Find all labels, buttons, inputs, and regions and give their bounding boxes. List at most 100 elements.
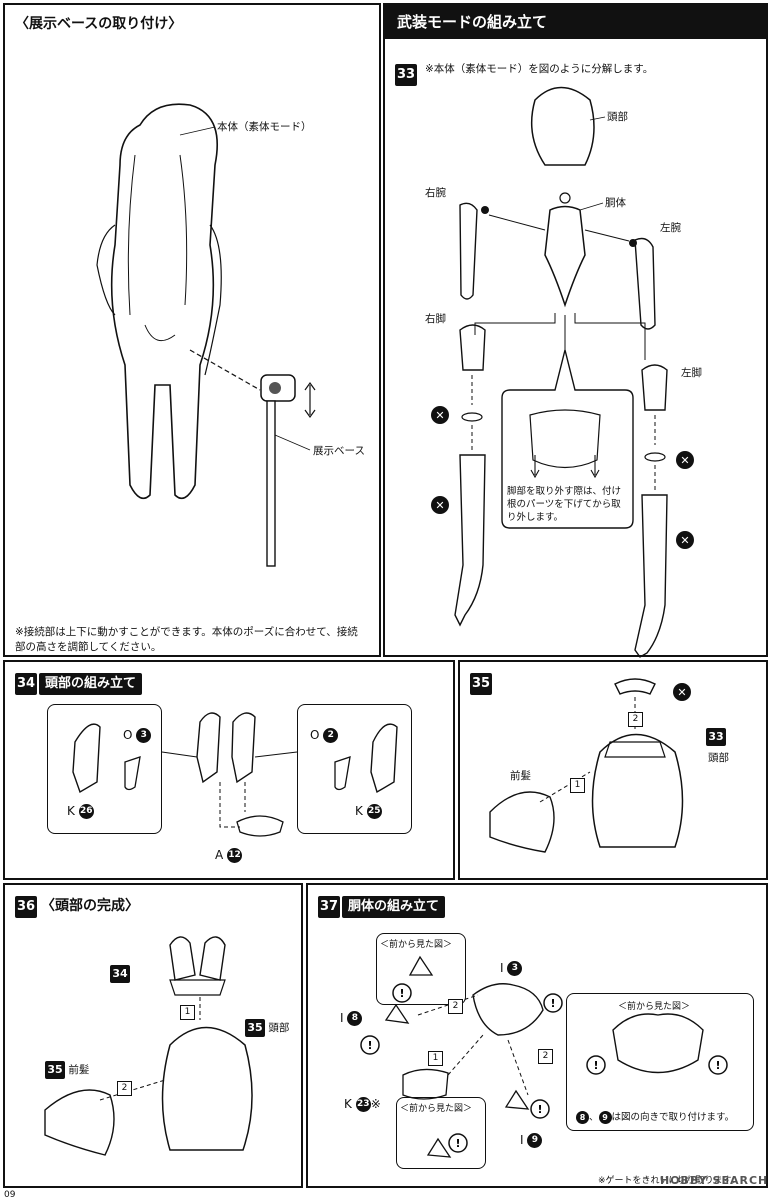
label-left-arm: 左腕 <box>660 222 681 234</box>
label-right-leg: 右脚 <box>425 313 446 325</box>
part-k25-letter: K <box>355 804 363 818</box>
part-i3-number: 3 <box>507 961 523 976</box>
label-display-base: 展示ベース <box>313 445 365 457</box>
step-36-header: 36〈頭部の完成〉 <box>15 895 139 918</box>
step-36-ref-35-bangs: 35 前髪 <box>45 1061 89 1079</box>
label-left-leg: 左脚 <box>681 367 702 379</box>
svg-text:✕: ✕ <box>435 409 444 422</box>
attach-note-num-2: 9 <box>598 1111 612 1124</box>
part-k25: K 25 <box>355 804 382 819</box>
step-37-gate-note: ※ゲートをきれいに切り取ります。 <box>598 1176 740 1186</box>
step-35-ref-33-number: 33 <box>706 728 726 746</box>
step-36-seq-1: 1 <box>180 1005 195 1020</box>
svg-text:!: ! <box>367 1039 372 1052</box>
svg-text:✕: ✕ <box>435 499 444 512</box>
part-o2: O 2 <box>310 728 339 743</box>
step-37-seq-2b-number: 2 <box>538 1049 553 1064</box>
panel-armed-mode: 武装モードの組み立て 33 ※本体（素体モード）を図のように分解します。 <box>383 3 768 658</box>
step-36-ref-35-bangs-number: 35 <box>45 1061 65 1079</box>
part-a12: A 12 <box>215 848 243 863</box>
label-torso: 胴体 <box>605 197 626 209</box>
step-36-title: 〈頭部の完成〉 <box>41 898 139 914</box>
step-36-ref-35-head: 35 頭部 <box>245 1019 289 1037</box>
front-view-label-3: ＜前から見た図＞ <box>618 1002 691 1012</box>
svg-text:✕: ✕ <box>680 534 689 547</box>
front-view-box-1 <box>376 933 466 1005</box>
step-33-number: 33 <box>395 64 417 86</box>
part-k25-number: 25 <box>366 804 382 819</box>
part-k23-number: 23 <box>355 1097 371 1112</box>
display-base-illustration <box>96 103 316 567</box>
step-35-illustration: ✕ <box>489 678 691 853</box>
step-37-title: 胴体の組み立て <box>342 896 446 918</box>
attach-note-num-1: 8 <box>576 1111 589 1124</box>
attach-note-text: は図の向きで取り付けます。 <box>611 1112 735 1123</box>
svg-text:✕: ✕ <box>680 454 689 467</box>
step-34-right-box <box>297 704 412 834</box>
step-33-badge: 33 <box>395 63 417 86</box>
step-35-seq-1: 1 <box>570 778 585 793</box>
front-view-label-2: ＜前から見た図＞ <box>400 1104 473 1114</box>
step-35-label-bangs: 前髪 <box>510 770 531 782</box>
part-i8-number: 8 <box>347 1011 363 1026</box>
step-35-seq-2-number: 2 <box>628 712 643 727</box>
part-o3-number: 3 <box>136 728 152 743</box>
part-k26: K 26 <box>67 804 94 819</box>
part-a12-letter: A <box>215 848 224 862</box>
panel-step-36: 36〈頭部の完成〉 34 1 35 頭部 35 前髪 2 <box>3 883 303 1188</box>
step-35-header: 35 <box>470 672 492 695</box>
display-base-title: 〈展示ベースの取り付け〉 <box>15 16 183 32</box>
page-number: 09 <box>4 1190 16 1200</box>
step-37-seq-2a-number: 2 <box>448 999 463 1014</box>
step-35-seq-1-number: 1 <box>570 778 585 793</box>
svg-text:!: ! <box>455 1137 460 1150</box>
step-36-ref-34-number: 34 <box>110 965 130 983</box>
step-36-number: 36 <box>15 896 37 918</box>
part-i9: I 9 <box>520 1133 543 1148</box>
part-o3: O 3 <box>123 728 152 743</box>
part-i3-letter: I <box>500 961 504 975</box>
svg-text:!: ! <box>550 997 555 1010</box>
step-35-label-head: 頭部 <box>708 752 729 764</box>
label-body: 本体（素体モード） <box>217 121 312 133</box>
front-view-label-1: ＜前から見た図＞ <box>380 940 453 950</box>
part-i3: I 3 <box>500 961 523 976</box>
step-35-seq-2: 2 <box>628 712 643 727</box>
step-35-ref-33: 33 <box>706 728 726 746</box>
step-36-seq-1-number: 1 <box>180 1005 195 1020</box>
part-o2-letter: O <box>310 728 320 742</box>
step-36-ref-34: 34 <box>110 965 130 983</box>
part-o3-letter: O <box>123 728 133 742</box>
display-base-note: ※接続部は上下に動かすことができます。本体のポーズに合わせて、接続部の高さを調節… <box>15 626 358 653</box>
step-37-number: 37 <box>318 896 340 918</box>
front-view-box-2 <box>396 1097 486 1169</box>
part-k23-letter: K <box>344 1097 352 1111</box>
step-36-seq-2: 2 <box>117 1081 132 1096</box>
part-k26-letter: K <box>67 804 75 818</box>
step-36-label-bangs: 前髪 <box>68 1064 90 1076</box>
step-37-seq-1-number: 1 <box>428 1051 443 1066</box>
step-34-title: 頭部の組み立て <box>39 673 143 695</box>
step-34-number: 34 <box>15 673 37 695</box>
part-a12-number: 12 <box>227 848 243 863</box>
panel-display-base: 〈展示ベースの取り付け〉 本体（素体モード） 展示ベース ※接続部は上下に動かす… <box>3 3 381 657</box>
part-k26-number: 26 <box>78 804 94 819</box>
step-36-seq-2-number: 2 <box>117 1081 132 1096</box>
part-i9-number: 9 <box>527 1133 543 1148</box>
step-37-seq-2a: 2 <box>448 999 463 1014</box>
step-36-illustration <box>44 936 253 1156</box>
step-35-number: 35 <box>470 673 492 695</box>
watermark: HOBBY SEARCH <box>660 1174 769 1187</box>
part-i9-letter: I <box>520 1133 524 1147</box>
step-37-illustration: ! ! ! ! ! ! ! <box>360 955 728 1158</box>
step-37-seq-1: 1 <box>428 1051 443 1066</box>
part-k23: K 23※ <box>344 1097 381 1112</box>
armed-mode-title: 武装モードの組み立て <box>385 5 766 39</box>
step-36-label-head: 頭部 <box>268 1022 290 1034</box>
svg-text:!: ! <box>715 1059 720 1072</box>
svg-text:!: ! <box>399 987 404 1000</box>
